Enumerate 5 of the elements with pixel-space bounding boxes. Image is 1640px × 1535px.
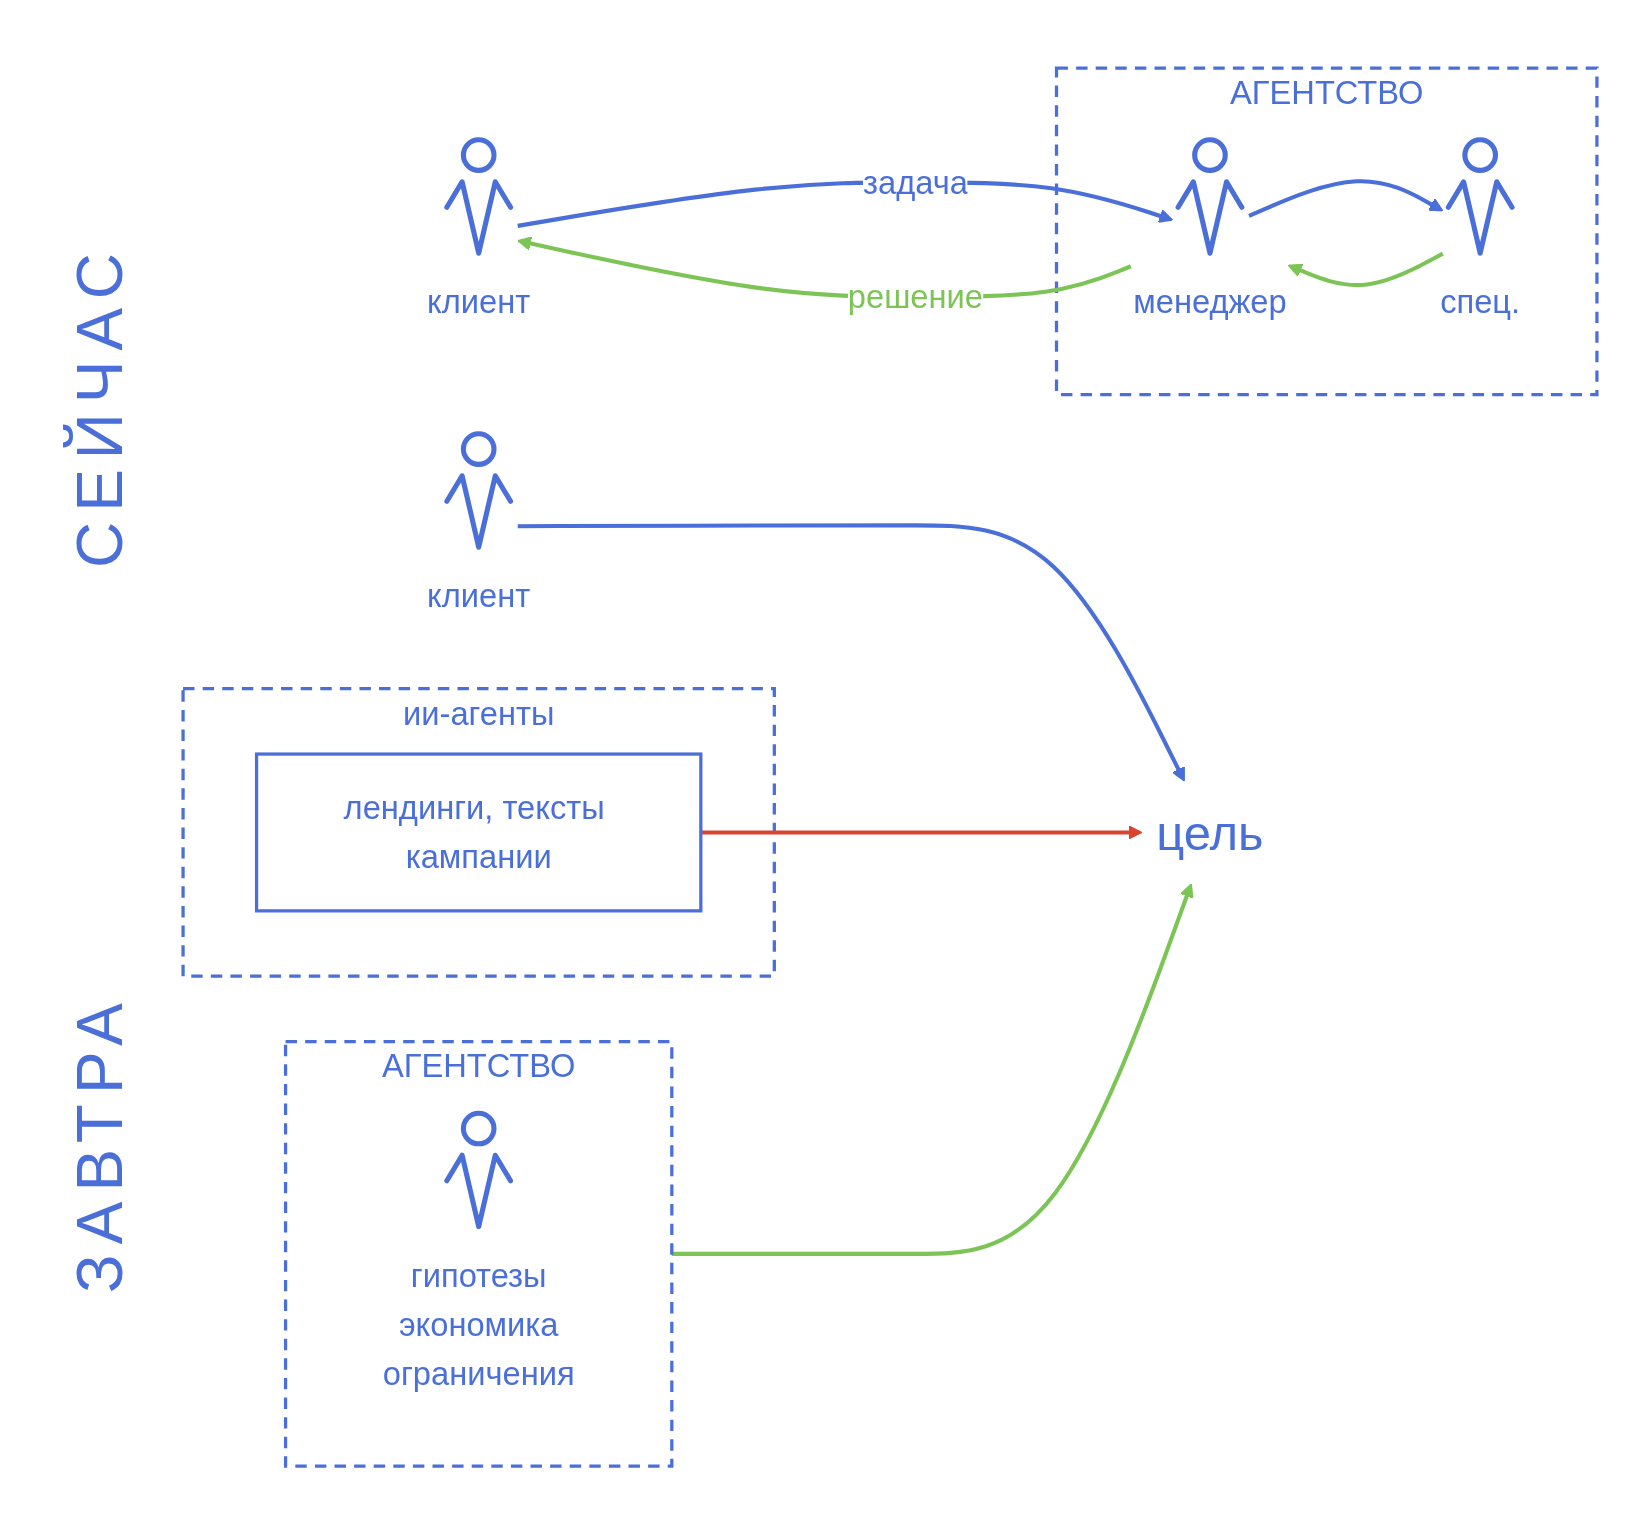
- section-label: СЕЙЧАС: [63, 242, 137, 568]
- section-label: ЗАВТРА: [63, 992, 137, 1293]
- edge-label: задача: [862, 164, 968, 201]
- node-text: цель: [1156, 805, 1264, 860]
- edge-label: решение: [847, 279, 984, 316]
